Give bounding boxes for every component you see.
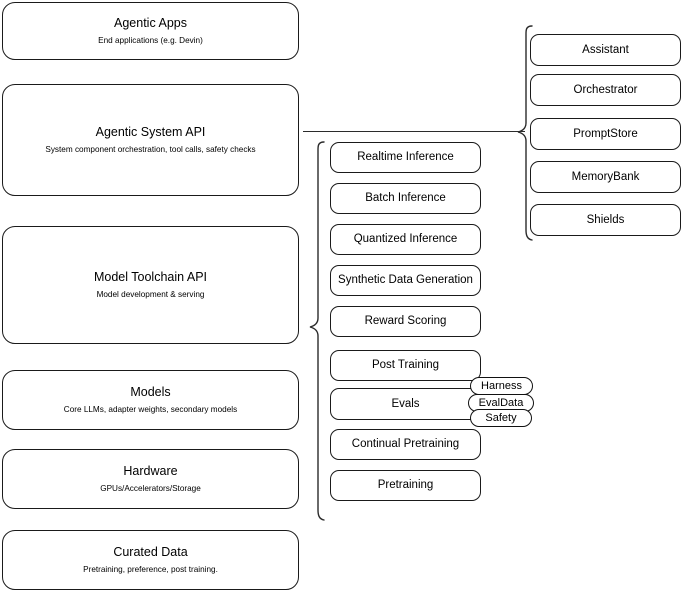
component-promptstore[interactable]: PromptStore: [530, 118, 681, 150]
item-evals[interactable]: Evals: [330, 388, 481, 420]
item-label: Quantized Inference: [353, 233, 458, 246]
item-label: Continual Pretraining: [351, 438, 460, 451]
item-label: Post Training: [371, 359, 440, 372]
tag-label: Safety: [485, 412, 517, 424]
component-memorybank[interactable]: MemoryBank: [530, 161, 681, 193]
component-shields[interactable]: Shields: [530, 204, 681, 236]
component-assistant[interactable]: Assistant: [530, 34, 681, 66]
tag-safety[interactable]: Safety: [470, 409, 532, 427]
layer-title: Agentic Apps: [114, 15, 187, 30]
component-orchestrator[interactable]: Orchestrator: [530, 74, 681, 106]
layer-title: Curated Data: [113, 544, 188, 559]
layer-title: Model Toolchain API: [93, 269, 208, 284]
item-label: Evals: [391, 397, 420, 410]
item-realtime-inference[interactable]: Realtime Inference: [330, 142, 481, 173]
item-synthetic-data-generation[interactable]: Synthetic Data Generation: [330, 265, 481, 296]
layer-hardware[interactable]: Hardware GPUs/Accelerators/Storage: [2, 449, 299, 509]
layer-agentic-apps[interactable]: Agentic Apps End applications (e.g. Devi…: [2, 2, 299, 60]
connector-system-api-to-components: [303, 131, 525, 133]
item-label: Pretraining: [377, 479, 434, 492]
layer-subtitle: Pretraining, preference, post training.: [83, 565, 218, 575]
item-label: Batch Inference: [365, 192, 446, 205]
layer-model-toolchain-api[interactable]: Model Toolchain API Model development & …: [2, 226, 299, 344]
layer-agentic-system-api[interactable]: Agentic System API System component orch…: [2, 84, 299, 196]
layer-curated-data[interactable]: Curated Data Pretraining, preference, po…: [2, 530, 299, 590]
layer-title: Hardware: [123, 463, 178, 478]
layer-subtitle: GPUs/Accelerators/Storage: [100, 484, 201, 494]
item-post-training[interactable]: Post Training: [330, 350, 481, 381]
layer-subtitle: Model development & serving: [96, 290, 205, 300]
layer-subtitle: End applications (e.g. Devin): [98, 36, 203, 46]
component-label: Shields: [586, 213, 625, 226]
item-pretraining[interactable]: Pretraining: [330, 470, 481, 501]
component-label: PromptStore: [573, 127, 638, 140]
component-label: Orchestrator: [573, 83, 638, 96]
layer-subtitle: System component orchestration, tool cal…: [45, 145, 256, 155]
item-reward-scoring[interactable]: Reward Scoring: [330, 306, 481, 337]
tag-harness[interactable]: Harness: [470, 377, 533, 395]
component-label: Assistant: [582, 43, 629, 56]
tag-label: Harness: [481, 380, 522, 392]
item-label: Realtime Inference: [357, 151, 454, 164]
item-continual-pretraining[interactable]: Continual Pretraining: [330, 429, 481, 460]
bracket-agentic-system: [510, 24, 536, 242]
tag-label: EvalData: [478, 397, 524, 409]
item-batch-inference[interactable]: Batch Inference: [330, 183, 481, 214]
layer-title: Models: [130, 384, 171, 399]
layer-title: Agentic System API: [95, 124, 206, 139]
bracket-model-toolchain: [300, 140, 328, 522]
component-label: MemoryBank: [571, 170, 640, 183]
layer-subtitle: Core LLMs, adapter weights, secondary mo…: [63, 405, 238, 415]
item-quantized-inference[interactable]: Quantized Inference: [330, 224, 481, 255]
layer-models[interactable]: Models Core LLMs, adapter weights, secon…: [2, 370, 299, 430]
item-label: Synthetic Data Generation: [338, 274, 473, 287]
item-label: Reward Scoring: [364, 315, 447, 328]
